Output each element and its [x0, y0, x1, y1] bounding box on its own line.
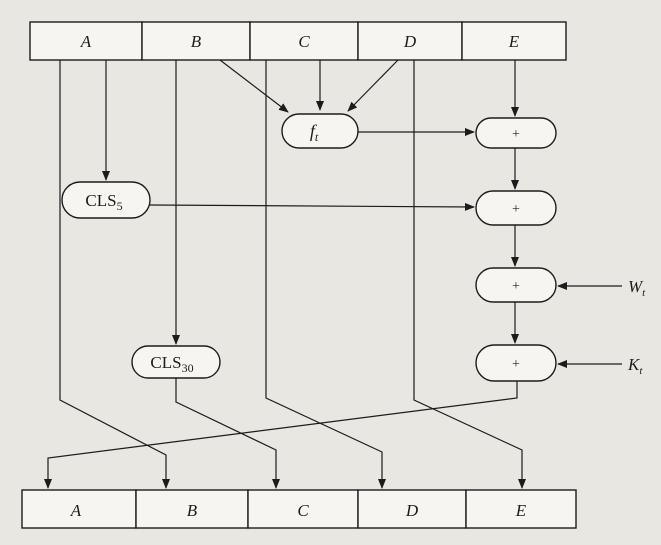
- function-ft-label: ft: [310, 121, 319, 144]
- register-c-top-label: C: [298, 32, 310, 51]
- bottom-register-row: A B C D E: [21, 489, 577, 529]
- rotate-cls5-amount: 5: [117, 199, 123, 213]
- function-ft-symbol: f: [310, 121, 318, 141]
- register-d-top-label: D: [403, 32, 417, 51]
- rotate-cls5: CLS5: [61, 181, 151, 219]
- input-k-label: Kt: [627, 355, 643, 377]
- register-d-bottom: [357, 489, 467, 529]
- register-a-top-label: A: [80, 32, 92, 51]
- register-c-bottom: [247, 489, 359, 529]
- wire-b-to-ft: [219, 59, 289, 113]
- register-e-top: [461, 21, 567, 61]
- wire-d-to-ft: [347, 59, 399, 112]
- register-e-bottom: [465, 489, 577, 529]
- wires: [44, 59, 622, 489]
- adder-1: [475, 117, 557, 149]
- register-b-top-label: B: [191, 32, 202, 51]
- register-e-bottom-label: E: [515, 501, 527, 520]
- rotate-cls30: CLS30: [131, 345, 221, 379]
- adder-3: [475, 267, 557, 303]
- adder-1-label: +: [512, 127, 520, 142]
- register-a-bottom-label: A: [70, 501, 82, 520]
- input-w-symbol: W: [628, 277, 644, 296]
- register-d-bottom-label: D: [405, 501, 419, 520]
- rotate-cls5-box: [61, 181, 151, 219]
- register-b-bottom-label: B: [187, 501, 198, 520]
- register-e-top-label: E: [508, 32, 520, 51]
- register-b-bottom: [135, 489, 249, 529]
- input-w-label: Wt: [628, 277, 646, 299]
- adder-4: [475, 344, 557, 382]
- input-k-subscript: t: [639, 365, 643, 377]
- function-ft-box: [281, 113, 359, 149]
- input-k-symbol: K: [627, 355, 641, 374]
- function-ft: ft: [281, 113, 359, 149]
- rotate-cls30-name: CLS: [150, 353, 181, 372]
- rotate-cls30-amount: 30: [182, 361, 194, 375]
- wire-a-to-bottom-b: [59, 60, 170, 489]
- adder-2: [475, 190, 557, 226]
- register-a-top: [29, 21, 143, 61]
- rotate-cls30-label: CLS30: [150, 353, 193, 375]
- adders: + + + +: [475, 117, 557, 382]
- wire-adder4-to-bottom-a: [44, 381, 518, 489]
- register-c-top: [249, 21, 359, 61]
- wire-cls30-to-bottom-c: [175, 377, 280, 489]
- adder-3-label: +: [512, 279, 520, 294]
- register-c-bottom-label: C: [297, 501, 309, 520]
- wire-c-to-bottom-d: [265, 60, 386, 489]
- rotate-cls5-label: CLS5: [85, 191, 122, 213]
- top-register-row: A B C D E: [29, 21, 567, 61]
- wire-d-to-bottom-e: [413, 60, 526, 489]
- rotate-cls5-name: CLS: [85, 191, 116, 210]
- input-w-subscript: t: [642, 287, 646, 299]
- register-b-top: [141, 21, 251, 61]
- adder-4-label: +: [512, 357, 520, 372]
- wire-cls5-to-adder2: [149, 202, 475, 211]
- register-a-bottom: [21, 489, 137, 529]
- adder-2-label: +: [512, 202, 520, 217]
- function-ft-subscript: t: [315, 130, 319, 144]
- rotate-cls30-box: [131, 345, 221, 379]
